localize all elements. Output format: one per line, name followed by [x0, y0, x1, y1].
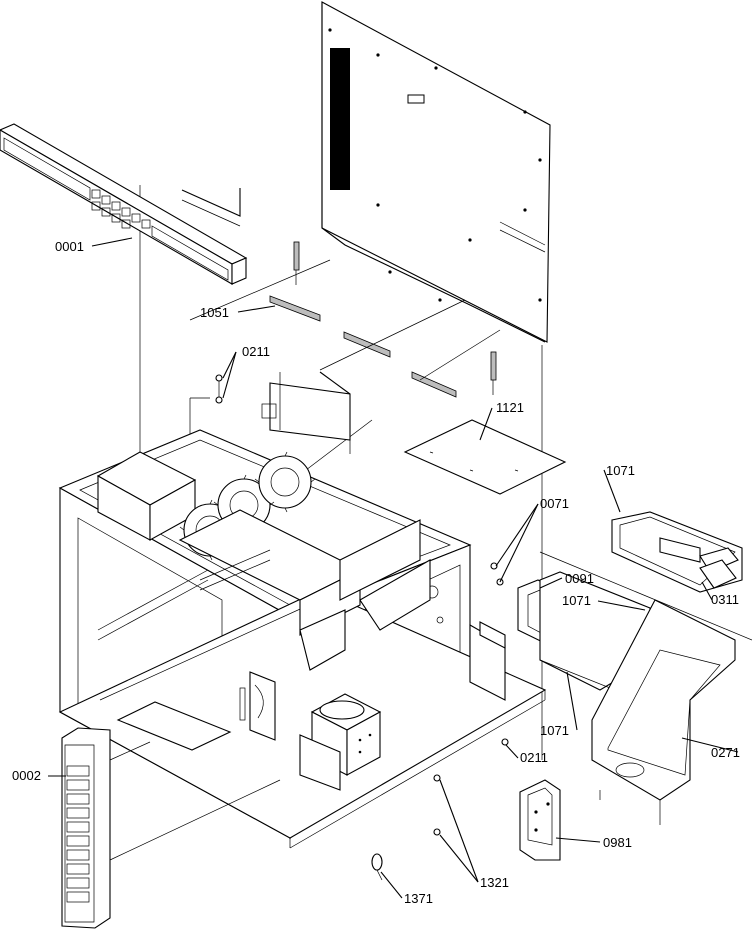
control-panel-bar [0, 123, 248, 285]
screws-0071 [490, 562, 504, 586]
callout-1051: 1051 [200, 305, 229, 320]
back-panel-vent [330, 48, 350, 190]
leader-lines [48, 237, 739, 899]
internal-components [178, 509, 506, 791]
callout-0981: 0981 [603, 835, 632, 850]
screws-top [215, 374, 223, 404]
callout-0091: 0091 [565, 571, 594, 586]
callout-0211-low: 0211 [520, 750, 548, 765]
callout-0271: 0271 [711, 745, 740, 760]
callout-0002: 0002 [12, 768, 41, 783]
callout-0311: 0311 [711, 592, 739, 607]
callout-1071-top: 1071 [606, 463, 635, 478]
panel-tabs [269, 241, 497, 398]
clip-1371 [371, 853, 383, 881]
connector-0311 [699, 547, 739, 589]
callout-1371: 1371 [404, 891, 433, 906]
back-panel [321, 1, 551, 343]
duct-outline [539, 551, 752, 641]
plate-1121 [403, 419, 567, 495]
duct-0271 [591, 599, 736, 825]
callout-0001: 0001 [55, 239, 84, 254]
transformer [96, 451, 197, 541]
callout-1321: 1321 [480, 875, 509, 890]
bracket-0981 [519, 779, 561, 861]
callout-0071: 0071 [540, 496, 569, 511]
screws-lower [433, 738, 509, 836]
callout-1121: 1121 [496, 400, 524, 415]
callout-1071-low: 1071 [540, 723, 569, 738]
door-control-panel [61, 701, 281, 929]
callout-0211-top: 0211 [242, 344, 270, 359]
callout-1071-mid: 1071 [562, 593, 591, 608]
callout-labels: 0001 1051 0211 1121 1071 0071 0091 0311 … [12, 239, 740, 906]
